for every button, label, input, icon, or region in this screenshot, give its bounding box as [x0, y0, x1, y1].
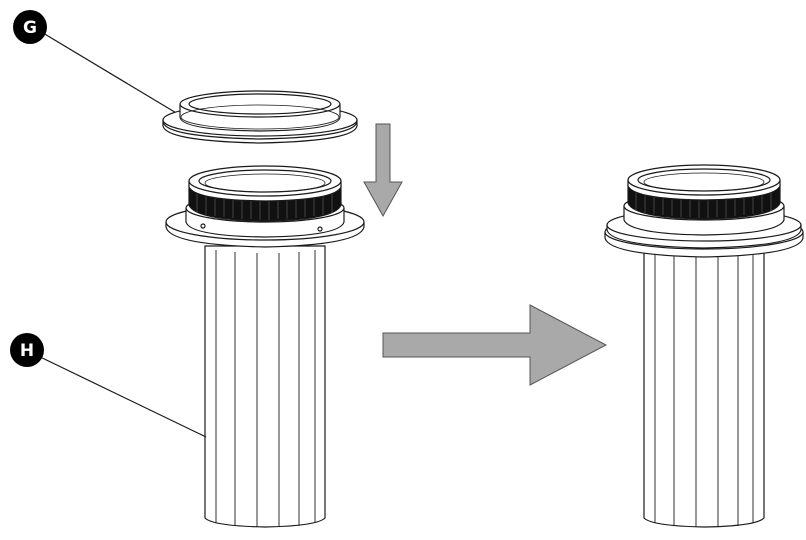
- leader-line-g: [37, 29, 179, 115]
- assembled-tube: [604, 164, 804, 528]
- tube-body-h: [165, 165, 365, 528]
- callout-h: H: [10, 333, 207, 438]
- arrow-down-icon: [363, 123, 403, 218]
- callout-h-badge: [10, 333, 44, 367]
- callout-g-letter: G: [23, 18, 37, 38]
- arrow-right-icon: [382, 304, 608, 386]
- callout-g: G: [13, 10, 179, 115]
- callout-g-badge: [13, 10, 47, 44]
- callout-h-letter: H: [20, 341, 34, 361]
- adapter-ring-g: [162, 90, 358, 144]
- leader-line-h: [33, 353, 207, 438]
